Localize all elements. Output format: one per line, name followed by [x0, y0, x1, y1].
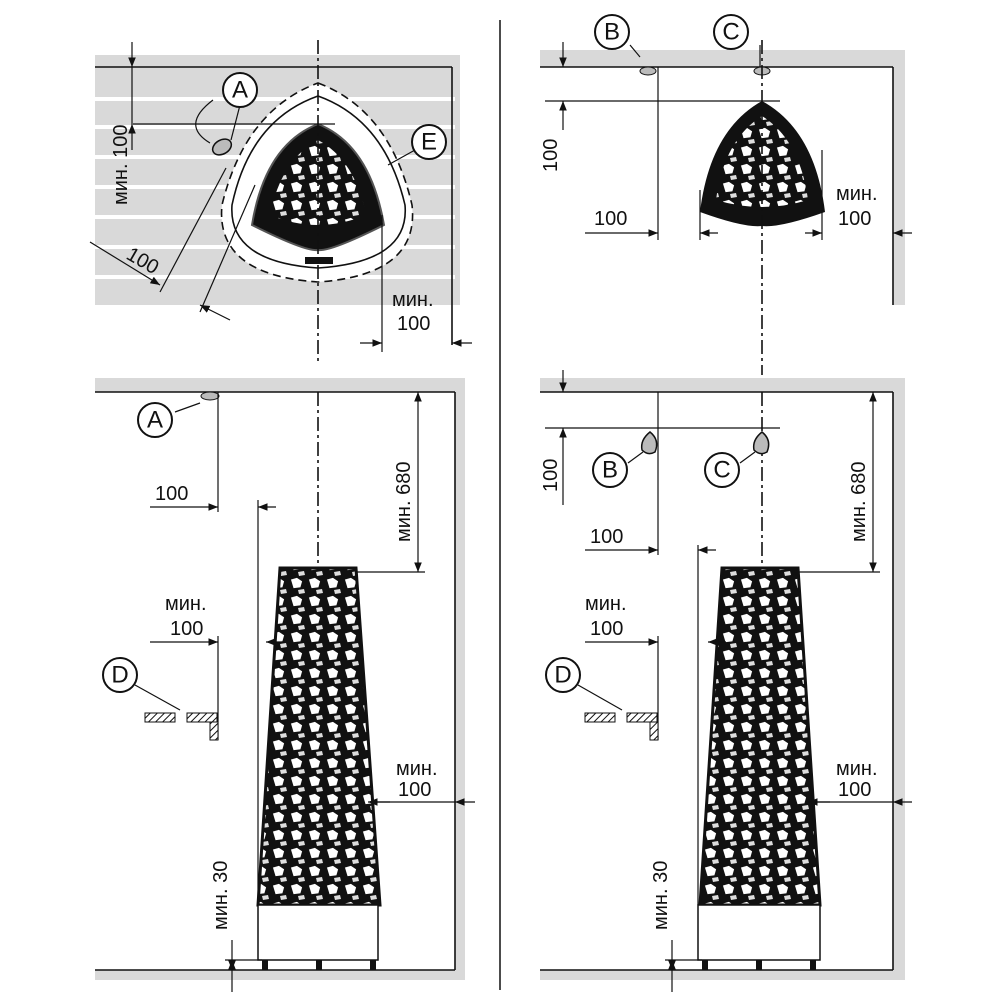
right-top-view: B C 100 100 мин. 100 — [540, 14, 912, 375]
label-b-top: B — [604, 19, 620, 46]
dim-left-side-min: мин. — [165, 593, 207, 615]
dim-right-side-value: 100 — [590, 618, 623, 640]
sensor-a-top — [211, 138, 233, 156]
heater-elevation-right — [698, 566, 822, 907]
dim-right-top-horizontal: 100 — [594, 208, 627, 230]
label-d-right: D — [554, 662, 571, 689]
dim-right-top-vertical: 100 — [540, 139, 562, 172]
label-d-left: D — [111, 662, 128, 689]
label-a-top: A — [232, 77, 248, 104]
label-b-elevation: B — [602, 457, 618, 484]
dim-left-sensor-horizontal: 100 — [155, 483, 188, 505]
dim-right-right-value: 100 — [838, 779, 871, 801]
heater-elevation-left — [256, 566, 382, 907]
dim-right-680: мин. 680 — [848, 462, 870, 542]
left-elevation: A 100 мин. 680 мин. 100 D мин. 100 мин. … — [95, 378, 475, 992]
dim-right-right-min: мин. — [836, 758, 878, 780]
label-c-top: C — [722, 19, 739, 46]
dim-right-sensor-vertical: 100 — [540, 459, 562, 492]
dim-left-right-value: 100 — [398, 779, 431, 801]
dim-right-30: мин. 30 — [650, 861, 672, 930]
dim-right-top-min: мин. — [836, 183, 878, 205]
label-a-elevation: A — [147, 407, 163, 434]
label-c-elevation: C — [713, 457, 730, 484]
dim-top-left-vertical: мин. 100 — [110, 125, 132, 205]
label-e: E — [421, 129, 437, 156]
right-elevation: 100 B C 100 мин. 680 мин. 100 D мин. 100 — [540, 370, 912, 992]
dim-right-top-value: 100 — [838, 208, 871, 230]
dim-right-sensor-horizontal: 100 — [590, 526, 623, 548]
dim-right-side-min: мин. — [585, 593, 627, 615]
left-top-view: мин. 100 A E 100 мин. 100 — [89, 40, 472, 365]
dim-top-right-value: 100 — [397, 313, 430, 335]
dim-top-right-min: мин. — [392, 289, 434, 311]
dim-left-30: мин. 30 — [210, 861, 232, 930]
dim-left-side-value: 100 — [170, 618, 203, 640]
dim-left-680: мин. 680 — [393, 462, 415, 542]
dim-left-right-min: мин. — [396, 758, 438, 780]
